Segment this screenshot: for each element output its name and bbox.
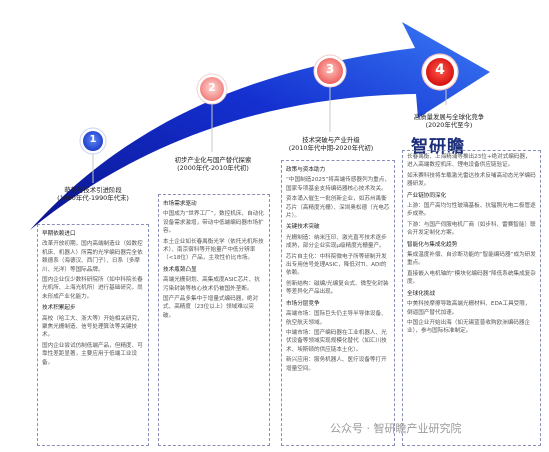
watermark: 公众号 · 智研瞻产业研究院	[330, 422, 462, 435]
section-heading: 全球化挑战	[407, 290, 435, 297]
section-paragraph: 中国成为“世界工厂”，数控机床、自动化设备需求激增，带动中低端编码器市场扩容。	[163, 211, 264, 235]
section-paragraph: 国产产品多集中于增量式编码器，绝对式、高精度（23位以上）领域难以突破。	[163, 296, 259, 319]
stage-number-2: 2	[208, 81, 216, 94]
stage-period-4: (2020年代至今)	[425, 121, 473, 129]
stage-name-3: 技术突破与产业升级	[302, 136, 360, 144]
stage-4-details: 长春禹衡、上海精浦等推出23位+绝对式编码器，进入高端数控机床、锂电设备供应链验…	[402, 150, 541, 446]
section-paragraph: 改革开放初期，国内高端制造业（如数控机床、机器人）所需的光学编码器完全依赖德系（…	[42, 241, 143, 273]
section-paragraph: 本土企业如长春禹衡光学（依托光机所技术）、南京宿科等开始量产中低分辨率（<18位…	[163, 238, 264, 262]
stage-marker-1	[79, 127, 107, 183]
section-paragraph: 创新结构：磁编/光编复合式、微型化封装等差异化产品出现。	[286, 280, 389, 296]
section-heading: 市场需求驱动	[163, 201, 197, 207]
stage-marker-3	[313, 54, 347, 132]
section-paragraph: 资本涌入催生一批创新企业，如苏州禹衡芯片（高精度光栅）、深圳奥松德（光电芯片）。	[286, 196, 390, 220]
stage-title-1: 萌芽与技术引进阶段 (1980年代-1990年代末)	[40, 186, 146, 202]
stage-3-details: 政策与资本助力 “中国制造2025”将高端传感器列为重点，国家专项基金支持编码器核…	[281, 160, 395, 446]
brand-logo-text: 智研瞻	[411, 137, 465, 157]
stage-number-1: 1	[89, 134, 97, 145]
section-paragraph: 高校（哈工大、浙大等）开始相关研究，聚焦光栅制造、信号处理算法等关键技术。	[42, 315, 143, 339]
section-paragraph: 长春禹衡、上海精浦等推出23位+绝对式编码器，进入高端数控机床、锂电设备供应链验…	[407, 154, 531, 169]
growth-arrow	[30, 22, 490, 230]
section-paragraph: 上游：国产高均匀性玻璃基板、抗辐照光电二极管逐步成熟。	[407, 203, 536, 218]
stage-title-2: 初步产业化与国产替代探索 (2000年代-2010年代初)	[157, 156, 269, 172]
section-paragraph: 中国企业开始出海（如无锡蓝普收购欧洲编码器企业），参与国际标准制定。	[407, 319, 531, 335]
section-paragraph: 下游：与国产伺服电机厂商（如步科、雷赛智能）联合开发定制化方案。	[407, 221, 536, 237]
stage-period-2: (2000年代-2010年代初)	[177, 164, 249, 172]
section-paragraph: 光栅制造：纳米压印、激光直写技术逐步成熟，部分企业实现μ级精度光栅量产。	[286, 234, 387, 250]
stage-number-3: 3	[325, 62, 335, 76]
section-heading: 智能化与集成化趋势	[407, 241, 458, 248]
section-paragraph: 国内企业尝试仿制低端产品，但精度、可靠性差距显著，主要应用于低端工业设备。	[42, 342, 143, 366]
stage-marker-2	[196, 73, 228, 152]
section-paragraph: 中端市场：国产编码器在工业机器人、光伏设备等领域实现规模化替代（如汇川技术、埃斯…	[286, 329, 387, 353]
stage-number-4: 4	[435, 62, 445, 78]
section-paragraph: 芯片自主化：中科院微电子所等研制开发出专用信号处理ASIC，降低对TI、ADI的…	[286, 253, 387, 277]
section-paragraph: 直接嵌入电机轴的“模块化编码器”降低系统集成复杂度。	[407, 270, 536, 286]
section-paragraph: 高端市场：国际巨头仍主导半导体设备、航空航天领域。	[286, 311, 387, 326]
stage-1-details: 早期依赖进口改革开放初期，国内高端制造业（如数控机床、机器人）所需的光学编码器完…	[37, 224, 149, 446]
section-paragraph: 中美科技摩擦导致高端光栅材料、EDA工具受限，倒逼国产替代加速。	[407, 301, 531, 316]
stage-title-3: 技术突破与产业升级 (2010年代中期-2020年代初)	[281, 136, 381, 152]
section-heading: 市场分层竞争	[286, 300, 320, 307]
stage-2-details: 市场需求驱动中国成为“世界工厂”，数控机床、自动化设备需求激增，带动中低端编码器…	[158, 194, 270, 446]
stage-name-4: 高质量发展与全球化竞争	[413, 113, 485, 121]
stage-title-4: 高质量发展与全球化竞争 (2020年代至今)	[402, 113, 496, 129]
stage-period-3: (2010年代中期-2020年代初)	[288, 144, 374, 152]
stage-name-2: 初步产业化与国产替代探索	[174, 156, 252, 164]
section-paragraph: 集成温度补偿、自诊断功能的“智能编码器”成为研发重点。	[407, 252, 536, 267]
section-heading: 技术积累起步	[42, 305, 76, 312]
section-heading: 产业链协同深化	[407, 192, 447, 199]
section-paragraph: 国内企业仅少数科研院所（如中科院长春光机所、上海光机所）进行基础研究，尚未形成产…	[42, 277, 143, 300]
section-paragraph: “中国制造2025”将高端传感器列为重点，国家专项基金支持编码器核心技术攻关。	[286, 177, 390, 192]
section-paragraph: 新兴应用：服务机器人、医疗设备等打开增量空间。	[286, 357, 387, 372]
section-heading: 关键技术突破	[286, 224, 320, 231]
section-heading: 早期依赖进口	[42, 231, 76, 237]
stage-name-1: 萌芽与技术引进阶段	[64, 186, 122, 194]
section-paragraph: 如禾赛科技将车载激光雷达技术反哺高动态光学编码器研发。	[407, 172, 536, 188]
section-paragraph: 高端光栅刻划、高集成度ASIC芯片、抗污染封装等核心技术仍被国外垄断。	[163, 277, 260, 292]
section-heading: 政策与资本助力	[286, 167, 326, 173]
stage-period-1: (1980年代-1990年代末)	[57, 194, 129, 202]
section-heading: 技术瓶颈凸显	[163, 266, 197, 273]
stage-marker-4	[421, 53, 459, 105]
